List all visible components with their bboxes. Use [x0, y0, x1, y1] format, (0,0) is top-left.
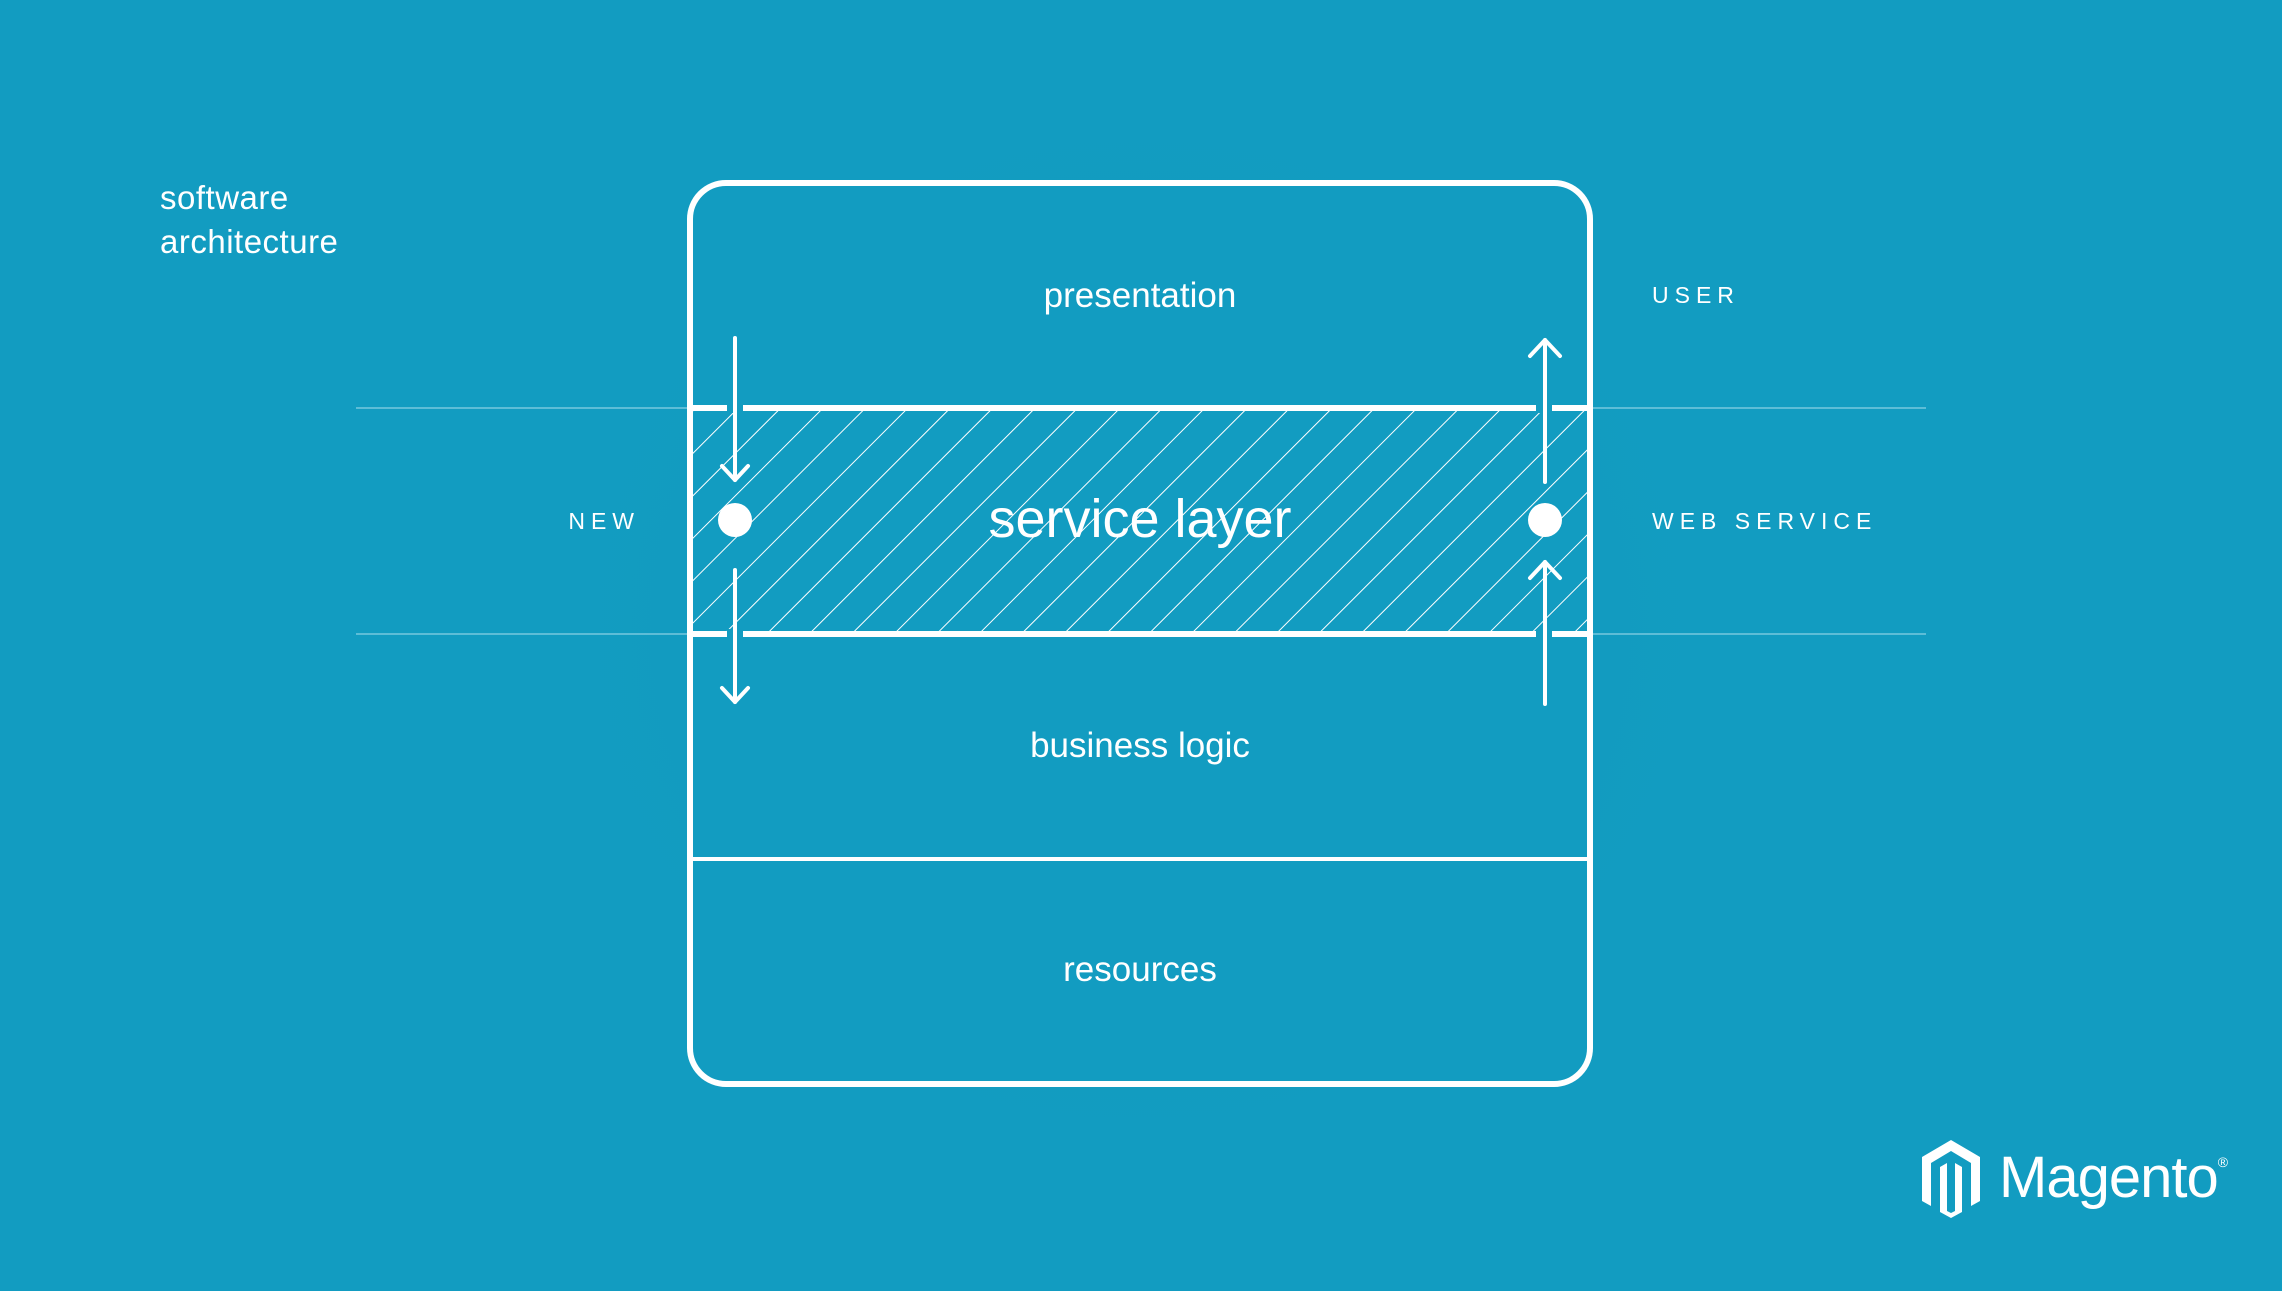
magento-logo: Magento®: [1999, 1144, 2228, 1211]
right-arrow-icon: [1528, 338, 1562, 706]
left-connector-dot: [718, 503, 752, 537]
magento-wordmark: Magento: [1999, 1145, 2219, 1210]
right-connector-dot: [1528, 503, 1562, 537]
service-layer-label: service layer: [988, 489, 1292, 549]
title-line-1: software: [160, 179, 289, 216]
business-logic-label: business logic: [1030, 726, 1250, 765]
new-label: NEW: [568, 508, 640, 534]
title-line-2: architecture: [160, 223, 339, 260]
registered-mark: ®: [2217, 1154, 2229, 1170]
presentation-label: presentation: [1043, 276, 1237, 315]
resources-label: resources: [1063, 950, 1217, 989]
diagram-title: software architecture: [160, 176, 338, 264]
user-label: USER: [1652, 282, 1740, 308]
web-service-label: WEB SERVICE: [1652, 508, 1878, 534]
left-arrow-icon: [720, 336, 750, 704]
magento-logo-icon: [1922, 1140, 1980, 1218]
